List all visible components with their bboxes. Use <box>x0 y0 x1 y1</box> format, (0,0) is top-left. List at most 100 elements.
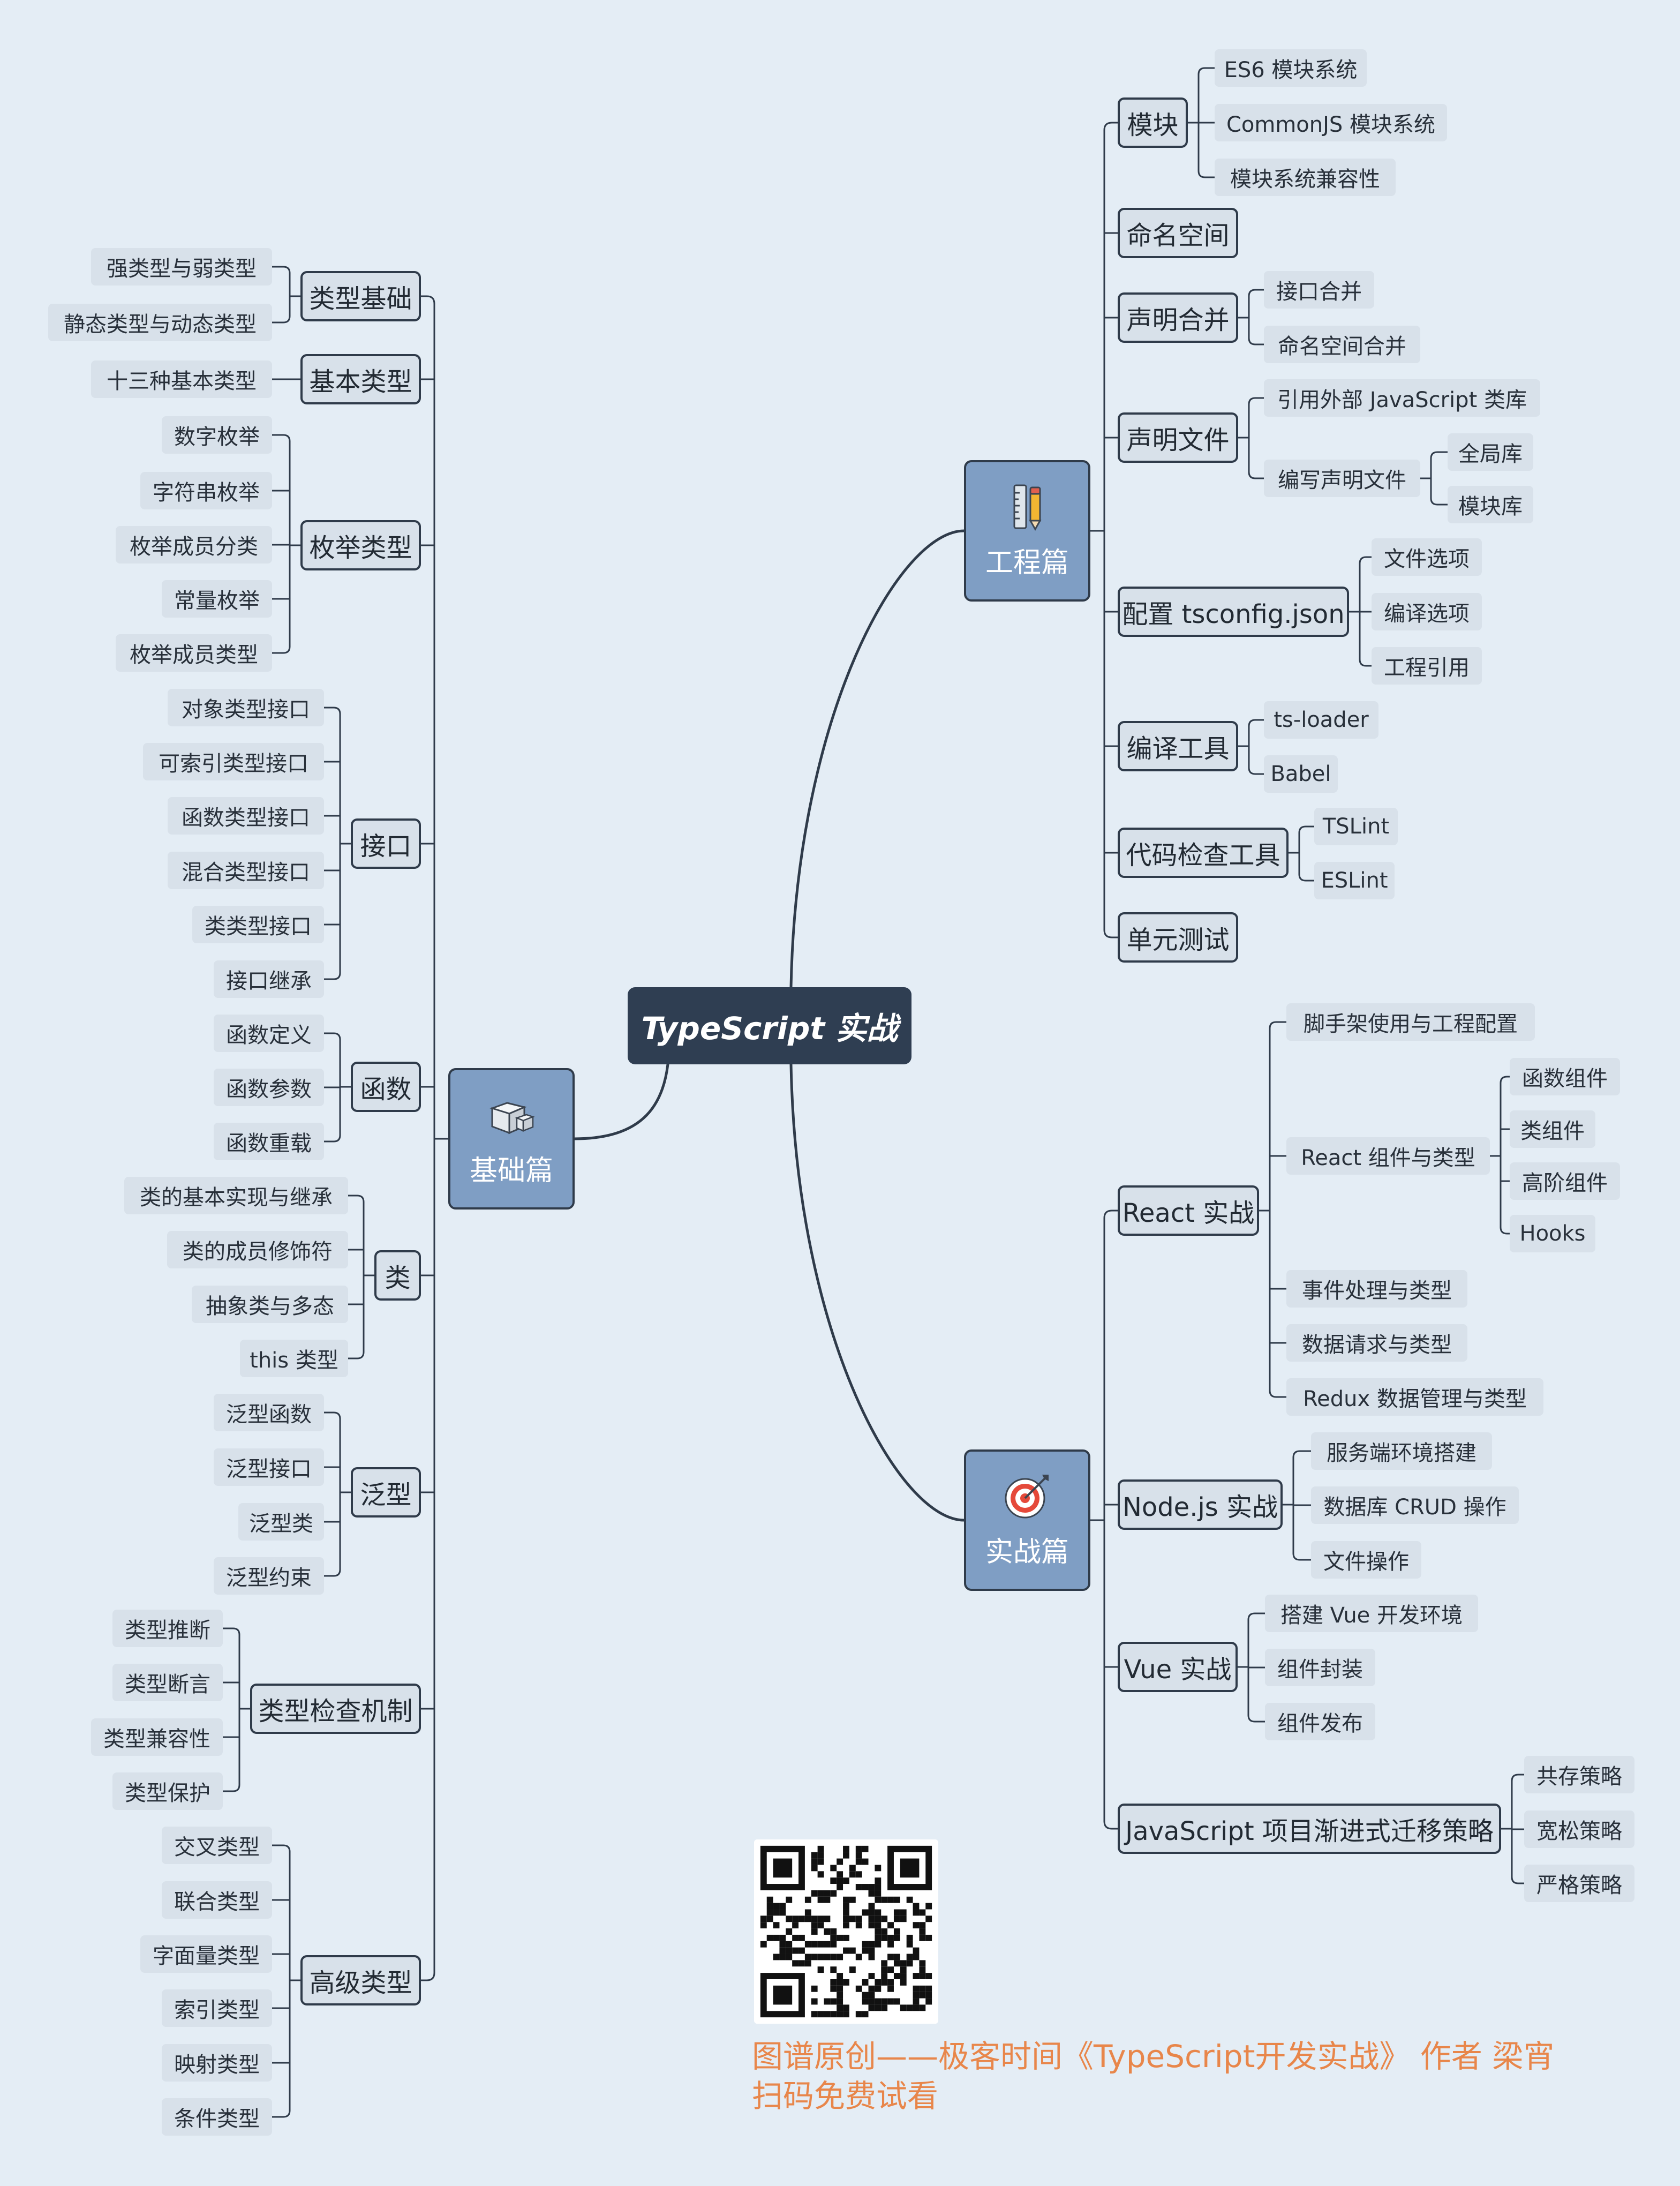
credit-subline: 扫码免费试看 <box>752 2078 939 2114</box>
leaf-l18[interactable]: 类的基本实现与继承 <box>124 1177 348 1214</box>
leaf-r7[interactable]: 事件处理与类型 <box>1286 1270 1467 1308</box>
topic-c3[interactable]: 枚举类型 <box>300 520 421 570</box>
leaf-l10[interactable]: 可索引类型接口 <box>143 743 324 780</box>
leaf-r2[interactable]: React 组件与类型 <box>1286 1137 1490 1175</box>
leaf-l20[interactable]: 抽象类与多态 <box>192 1286 348 1323</box>
leaf-l14[interactable]: 接口继承 <box>214 960 324 998</box>
leaf-r17[interactable]: 宽松策略 <box>1524 1811 1634 1848</box>
topic-c8[interactable]: 类型检查机制 <box>250 1684 421 1734</box>
leaf-r16[interactable]: 共存策略 <box>1524 1756 1634 1793</box>
leaf-m7[interactable]: 编写声明文件 <box>1264 460 1420 497</box>
leaf-r6[interactable]: Hooks <box>1510 1215 1595 1252</box>
leaf-m13[interactable]: ts-loader <box>1264 701 1378 739</box>
leaf-l3[interactable]: 十三种基本类型 <box>91 360 272 398</box>
leaf-l25[interactable]: 泛型约束 <box>214 1557 324 1595</box>
leaf-l16[interactable]: 函数参数 <box>214 1069 324 1106</box>
leaf-l28[interactable]: 类型兼容性 <box>91 1718 223 1756</box>
topic-e5[interactable]: 配置 tsconfig.json <box>1118 587 1349 637</box>
leaf-m8[interactable]: 全局库 <box>1448 433 1533 471</box>
topic-c1[interactable]: 类型基础 <box>300 271 421 321</box>
leaf-l30[interactable]: 交叉类型 <box>162 1827 272 1864</box>
leaf-l5[interactable]: 字符串枚举 <box>140 472 272 509</box>
leaf-l19[interactable]: 类的成员修饰符 <box>167 1231 348 1268</box>
branch-label: 基础篇 <box>469 1154 553 1187</box>
leaf-l9[interactable]: 对象类型接口 <box>168 689 324 726</box>
root-topic[interactable]: TypeScript 实战 <box>628 987 911 1064</box>
leaf-r5[interactable]: 高阶组件 <box>1510 1162 1620 1200</box>
topic-e7[interactable]: 代码检查工具 <box>1118 828 1289 878</box>
leaf-l12[interactable]: 混合类型接口 <box>168 852 324 889</box>
leaf-m5[interactable]: 命名空间合并 <box>1264 326 1420 363</box>
branch-b2[interactable]: 工程篇 <box>964 460 1090 602</box>
leaf-m14[interactable]: Babel <box>1264 755 1338 793</box>
leaf-m6[interactable]: 引用外部 JavaScript 类库 <box>1264 379 1540 417</box>
leaf-m16[interactable]: ESLint <box>1314 862 1395 899</box>
leaf-l11[interactable]: 函数类型接口 <box>168 797 324 835</box>
leaf-l6[interactable]: 枚举成员分类 <box>116 526 272 564</box>
leaf-m10[interactable]: 文件选项 <box>1372 538 1482 576</box>
branch-b1[interactable]: 基础篇 <box>448 1068 575 1210</box>
topic-e6[interactable]: 编译工具 <box>1118 721 1238 771</box>
leaf-r1[interactable]: 脚手架使用与工程配置 <box>1286 1003 1535 1041</box>
leaf-l22[interactable]: 泛型函数 <box>214 1394 324 1431</box>
topic-e3[interactable]: 声明合并 <box>1118 292 1238 343</box>
leaf-l24[interactable]: 泛型类 <box>238 1503 324 1541</box>
topic-c9[interactable]: 高级类型 <box>300 1955 421 2005</box>
leaf-l31[interactable]: 联合类型 <box>162 1881 272 1919</box>
topic-e1[interactable]: 模块 <box>1118 97 1188 148</box>
leaf-r4[interactable]: 类组件 <box>1510 1110 1595 1148</box>
leaf-l21[interactable]: this 类型 <box>240 1340 348 1377</box>
leaf-l23[interactable]: 泛型接口 <box>214 1448 324 1486</box>
leaf-r8[interactable]: 数据请求与类型 <box>1286 1324 1467 1362</box>
leaf-l13[interactable]: 类类型接口 <box>192 906 324 943</box>
leaf-l35[interactable]: 条件类型 <box>162 2098 272 2136</box>
leaf-l27[interactable]: 类型断言 <box>112 1664 223 1701</box>
leaf-m2[interactable]: CommonJS 模块系统 <box>1215 104 1447 141</box>
leaf-l34[interactable]: 映射类型 <box>162 2044 272 2082</box>
topic-e2[interactable]: 命名空间 <box>1118 208 1238 258</box>
leaf-l33[interactable]: 索引类型 <box>162 1989 272 2027</box>
leaf-r18[interactable]: 严格策略 <box>1524 1865 1634 1902</box>
leaf-r14[interactable]: 组件封装 <box>1265 1649 1375 1686</box>
topic-e4[interactable]: 声明文件 <box>1118 412 1238 463</box>
leaf-m1[interactable]: ES6 模块系统 <box>1215 49 1367 87</box>
leaf-r13[interactable]: 搭建 Vue 开发环境 <box>1265 1595 1478 1632</box>
topic-c2[interactable]: 基本类型 <box>300 354 421 404</box>
leaf-l17[interactable]: 函数重载 <box>214 1123 324 1160</box>
leaf-m9[interactable]: 模块库 <box>1448 486 1533 523</box>
leaf-r12[interactable]: 文件操作 <box>1311 1541 1421 1579</box>
leaf-l15[interactable]: 函数定义 <box>214 1015 324 1052</box>
leaf-r3[interactable]: 函数组件 <box>1510 1058 1620 1095</box>
credit-line: 图谱原创——极客时间《TypeScript开发实战》 作者 梁宵 <box>752 2038 1555 2075</box>
topic-c4[interactable]: 接口 <box>351 818 421 869</box>
topic-c7[interactable]: 泛型 <box>351 1467 421 1518</box>
target-icon <box>1003 1471 1052 1521</box>
leaf-r10[interactable]: 服务端环境搭建 <box>1311 1432 1492 1470</box>
leaf-l7[interactable]: 常量枚举 <box>162 580 272 618</box>
leaf-m3[interactable]: 模块系统兼容性 <box>1215 159 1396 196</box>
leaf-l32[interactable]: 字面量类型 <box>140 1935 272 1973</box>
leaf-m11[interactable]: 编译选项 <box>1372 593 1482 630</box>
leaf-r15[interactable]: 组件发布 <box>1265 1703 1375 1740</box>
leaf-l26[interactable]: 类型推断 <box>112 1610 223 1647</box>
leaf-l29[interactable]: 类型保护 <box>112 1772 223 1810</box>
topic-c6[interactable]: 类 <box>374 1250 421 1301</box>
topic-e8[interactable]: 单元测试 <box>1118 912 1238 963</box>
leaf-m15[interactable]: TSLint <box>1314 808 1398 845</box>
leaf-l2[interactable]: 静态类型与动态类型 <box>48 304 272 341</box>
topic-p1[interactable]: React 实战 <box>1118 1185 1259 1236</box>
leaf-m4[interactable]: 接口合并 <box>1264 271 1374 309</box>
topic-c5[interactable]: 函数 <box>351 1062 421 1112</box>
leaf-m12[interactable]: 工程引用 <box>1372 647 1482 685</box>
topic-p2[interactable]: Node.js 实战 <box>1118 1479 1283 1530</box>
leaf-l4[interactable]: 数字枚举 <box>162 416 272 454</box>
leaf-r11[interactable]: 数据库 CRUD 操作 <box>1311 1486 1519 1524</box>
branch-b3[interactable]: 实战篇 <box>964 1449 1090 1591</box>
leaf-l8[interactable]: 枚举成员类型 <box>116 634 272 672</box>
leaf-r9[interactable]: Redux 数据管理与类型 <box>1286 1378 1543 1416</box>
topic-p4[interactable]: JavaScript 项目渐进式迁移策略 <box>1118 1804 1501 1854</box>
topic-p3[interactable]: Vue 实战 <box>1118 1642 1238 1692</box>
leaf-l1[interactable]: 强类型与弱类型 <box>91 248 272 286</box>
